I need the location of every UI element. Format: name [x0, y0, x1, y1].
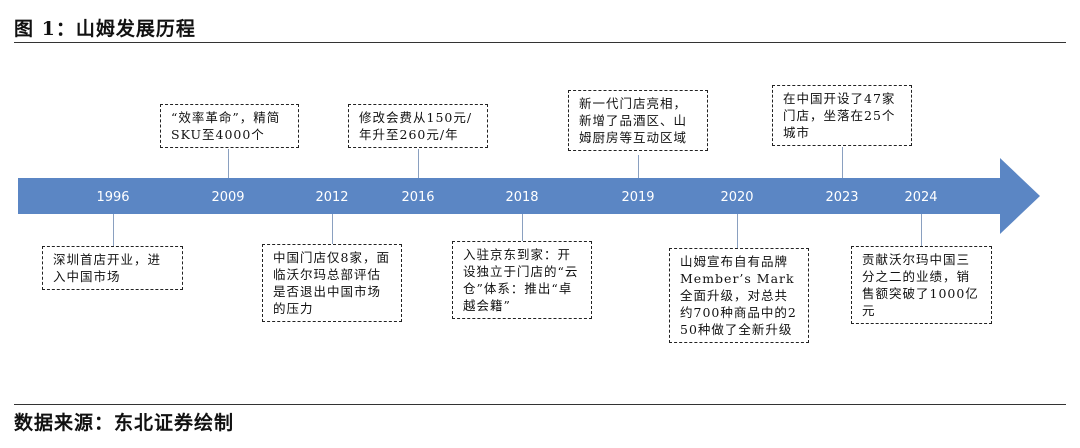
connector-2020 — [737, 214, 738, 248]
event-note-2024: 贡献沃尔玛中国三分之二的业绩，销售额突破了1000亿元 — [851, 246, 992, 324]
event-note-2018: 入驻京东到家：开设独立于门店的“云仓”体系：推出“卓越会籍” — [452, 241, 592, 319]
year-label-2018: 2018 — [505, 190, 539, 205]
timeline-arrow — [18, 158, 1040, 234]
event-note-2023: 在中国开设了47家门店，坐落在25个城市 — [772, 85, 912, 146]
connector-2024 — [921, 214, 922, 246]
connector-2019 — [638, 155, 639, 178]
year-label-2020: 2020 — [720, 190, 754, 205]
top-rule — [14, 42, 1066, 43]
year-label-2012: 2012 — [315, 190, 349, 205]
connector-2018 — [522, 214, 523, 241]
event-note-2019: 新一代门店亮相，新增了品酒区、山姆厨房等互动区域 — [568, 90, 708, 151]
connector-2012 — [332, 214, 333, 244]
source-note: 数据来源：东北证券绘制 — [14, 412, 235, 434]
year-label-2009: 2009 — [211, 190, 245, 205]
connector-1996 — [113, 214, 114, 246]
year-label-1996: 1996 — [96, 190, 130, 205]
year-label-2023: 2023 — [825, 190, 859, 205]
bottom-rule — [14, 404, 1066, 405]
connector-2009 — [228, 149, 229, 178]
connector-2023 — [842, 147, 843, 178]
event-note-2009: “效率革命”，精简SKU至4000个 — [160, 104, 299, 148]
event-note-1996: 深圳首店开业，进入中国市场 — [42, 246, 183, 290]
year-label-2024: 2024 — [904, 190, 938, 205]
year-label-2016: 2016 — [401, 190, 435, 205]
connector-2016 — [418, 149, 419, 178]
year-label-2019: 2019 — [621, 190, 655, 205]
event-note-2020: 山姆宣布自有品牌Member’s Mark全面升级，对总共约700种商品中的25… — [669, 248, 809, 343]
event-note-2012: 中国门店仅8家，面临沃尔玛总部评估是否退出中国市场的压力 — [262, 244, 402, 322]
figure-title: 图 1：山姆发展历程 — [14, 18, 196, 40]
event-note-2016: 修改会费从150元/年升至260元/年 — [348, 104, 488, 148]
